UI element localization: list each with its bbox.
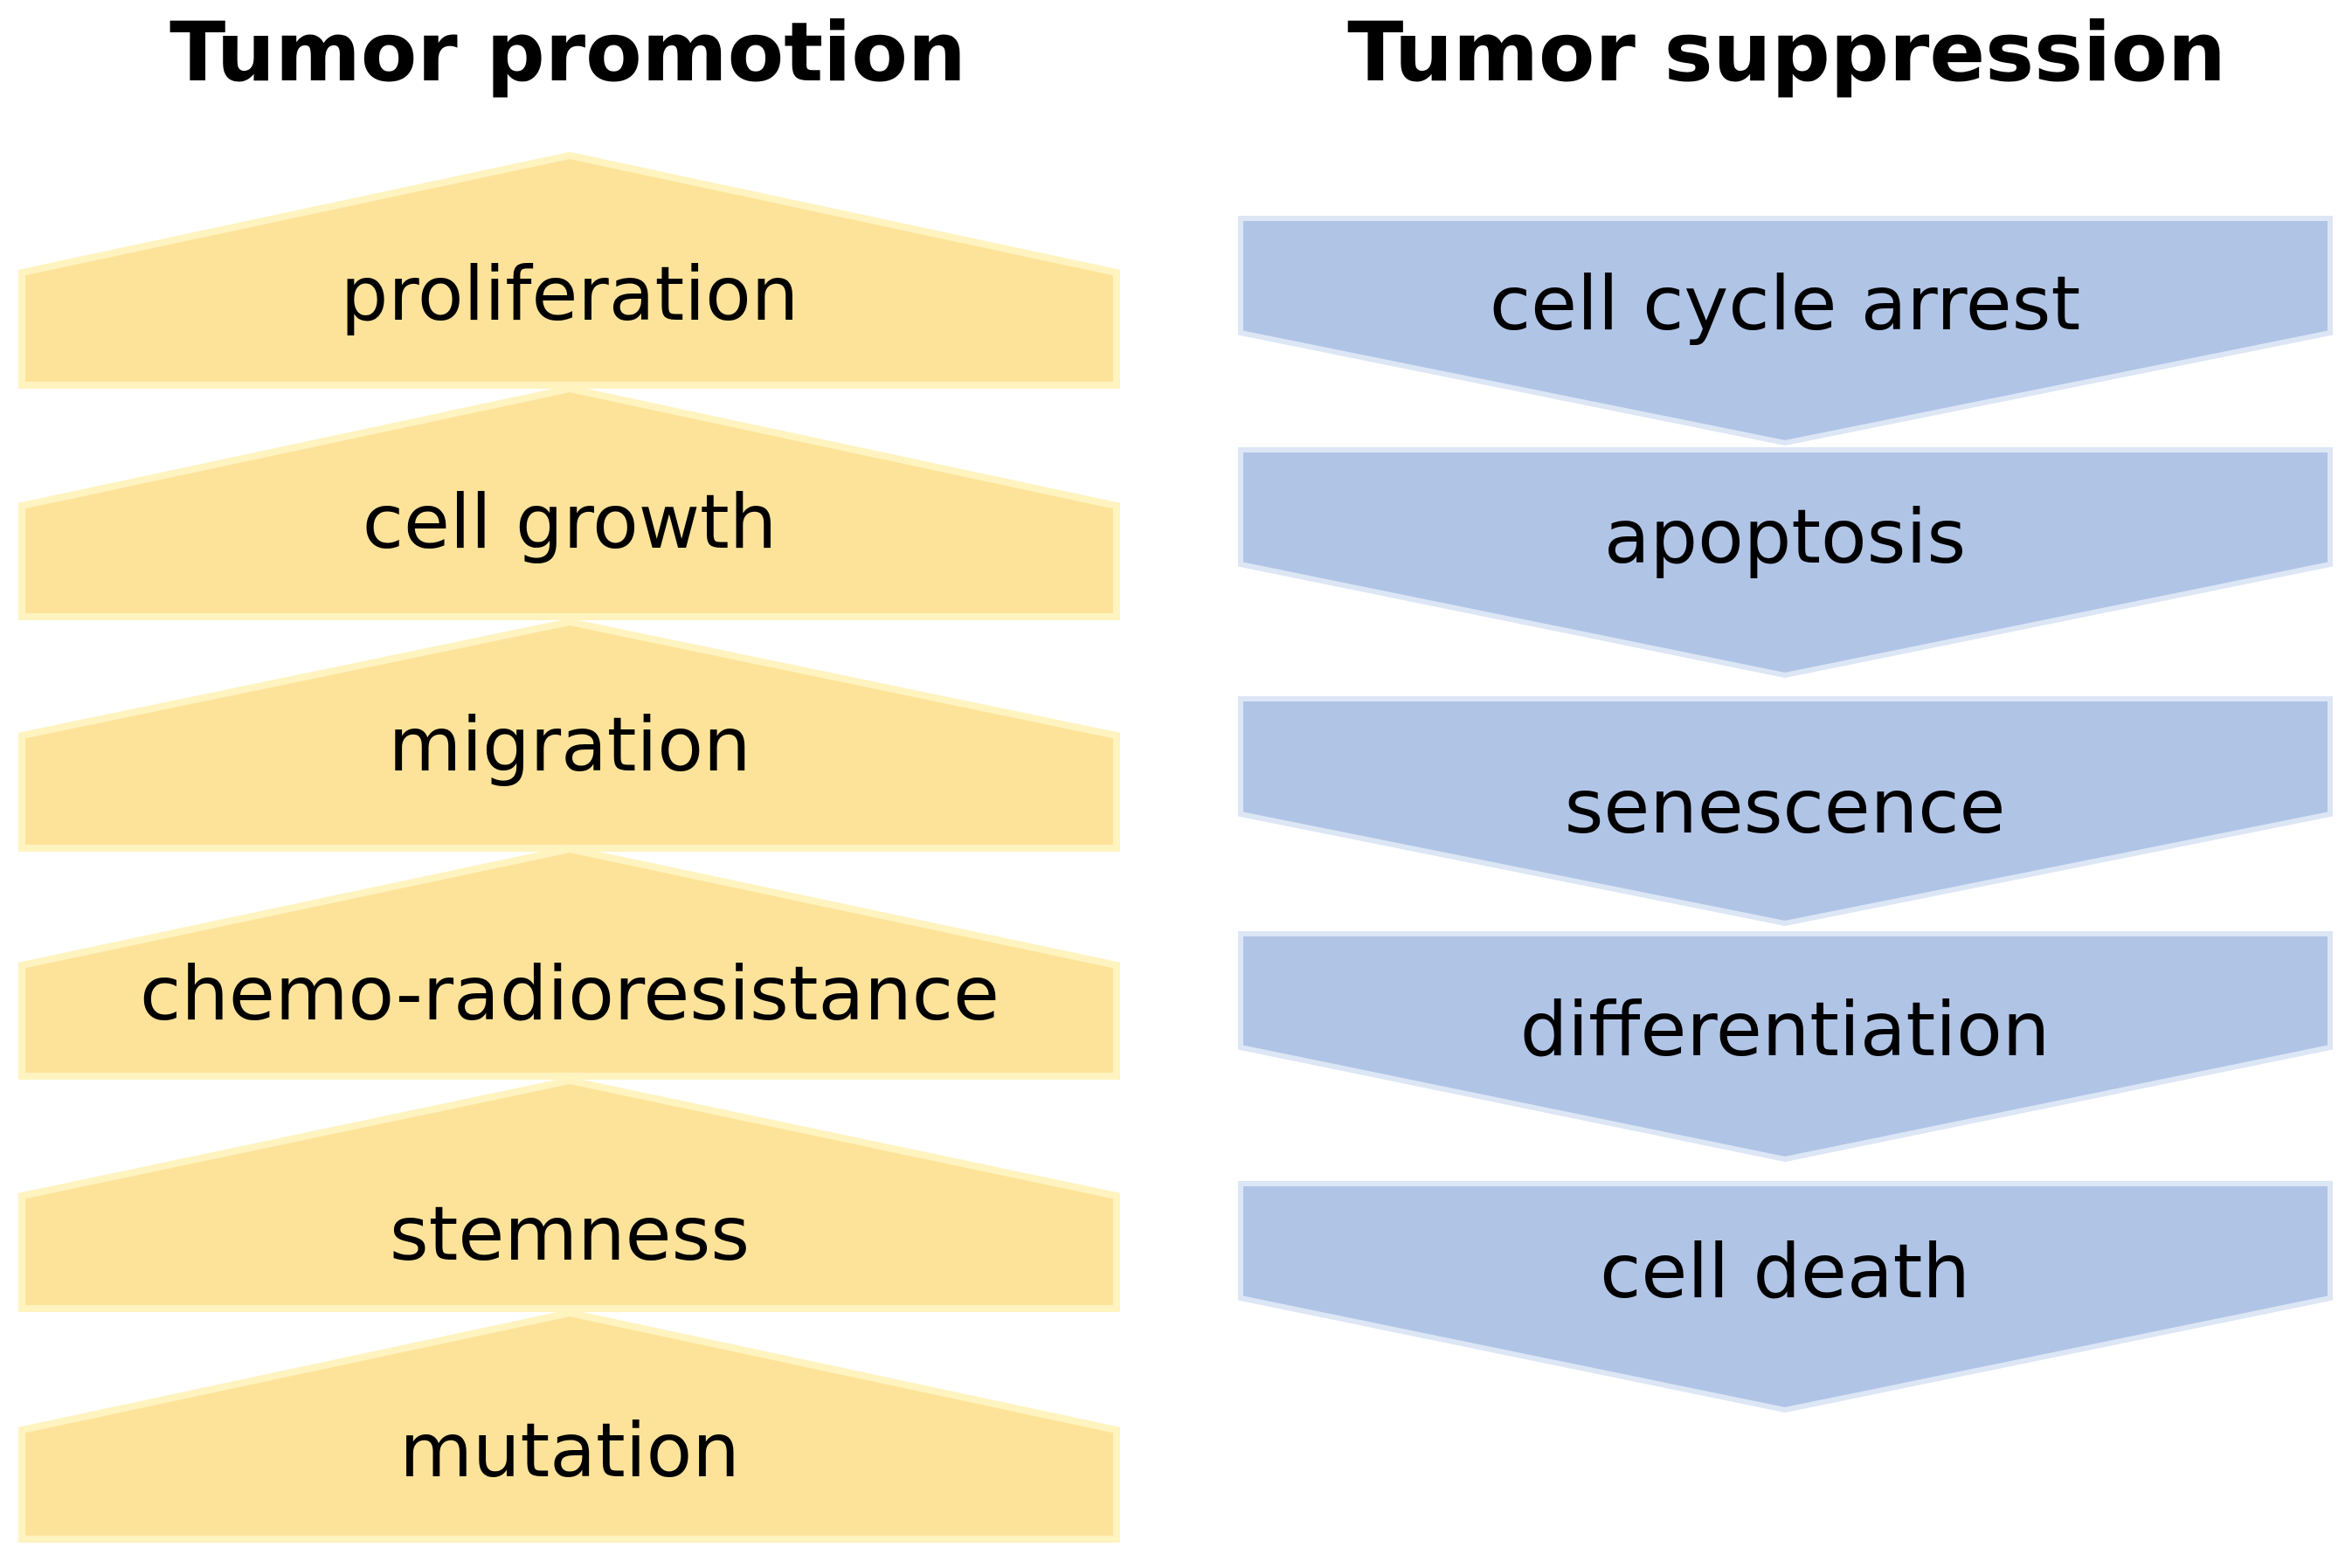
suppression-column: cell cycle arrest apoptosis senescence d…: [1238, 216, 2333, 1413]
suppression-item-label: apoptosis: [1604, 494, 1966, 581]
tumor-suppression-heading: Tumor suppression: [1347, 5, 2226, 100]
down-chevron-shape: [1238, 696, 2333, 927]
tumor-promotion-heading: Tumor promotion: [169, 5, 966, 100]
down-chevron-shape: [1238, 1181, 2333, 1413]
up-chevron-shape: [18, 384, 1120, 620]
up-chevron-shape: [18, 1309, 1120, 1543]
suppression-item: differentiation: [1238, 931, 2333, 1163]
suppression-item: senescence: [1238, 696, 2333, 927]
down-chevron-shape: [1238, 447, 2333, 679]
promotion-item: mutation: [18, 1309, 1120, 1543]
promotion-item: proliferation: [18, 151, 1120, 389]
suppression-item: apoptosis: [1238, 447, 2333, 679]
suppression-item: cell death: [1238, 1181, 2333, 1413]
promotion-item-label: cell growth: [363, 479, 778, 566]
suppression-item-label: cell death: [1600, 1228, 1970, 1316]
promotion-item-label: mutation: [399, 1407, 739, 1495]
promotion-item-label: chemo-radioresistance: [140, 950, 1000, 1038]
suppression-item-label: differentiation: [1520, 986, 2051, 1074]
promotion-item: migration: [18, 618, 1120, 852]
promotion-item: cell growth: [18, 384, 1120, 620]
suppression-item-label: senescence: [1565, 763, 2006, 851]
suppression-item: cell cycle arrest: [1238, 216, 2333, 446]
down-chevron-shape: [1238, 931, 2333, 1163]
promotion-item-label: migration: [388, 701, 751, 789]
promotion-item-label: stemness: [390, 1191, 750, 1278]
up-chevron-shape: [18, 1076, 1120, 1312]
up-chevron-shape: [18, 618, 1120, 852]
up-chevron-shape: [18, 845, 1120, 1080]
up-chevron-shape: [18, 151, 1120, 389]
promotion-column: proliferation cell growth migration chem…: [18, 151, 1120, 1543]
promotion-item: chemo-radioresistance: [18, 845, 1120, 1080]
down-chevron-shape: [1238, 216, 2333, 446]
suppression-item-label: cell cycle arrest: [1490, 260, 2080, 348]
promotion-item-label: proliferation: [341, 251, 799, 338]
promotion-item: stemness: [18, 1076, 1120, 1312]
